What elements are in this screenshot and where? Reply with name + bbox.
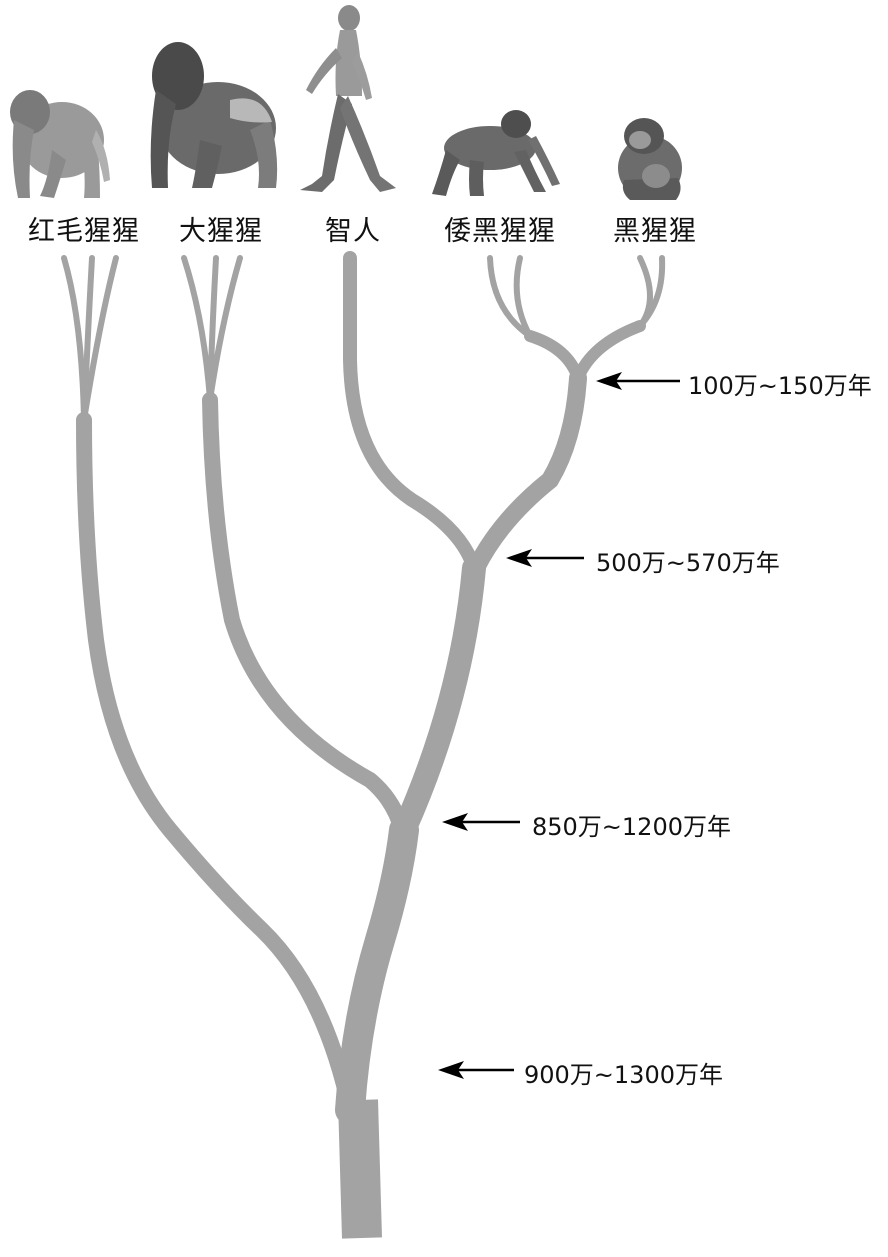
chimpanzee-icon <box>618 118 682 200</box>
bonobo-branch-tips <box>487 255 533 339</box>
chimpanzee-lineage <box>572 320 646 384</box>
gorilla-icon <box>150 42 278 188</box>
species-label-gorilla: 大猩猩 <box>179 216 263 247</box>
divergence-label-orangutan-split: 900万~1300万年 <box>524 1061 723 1089</box>
bonobo-lineage <box>524 330 584 384</box>
orangutan-icon <box>10 90 110 198</box>
root-trunk <box>338 1099 382 1239</box>
divergence-arrows <box>438 372 680 1079</box>
species-label-bonobo: 倭黑猩猩 <box>444 216 556 247</box>
bonobo-icon <box>432 110 560 196</box>
gorilla-branch-tips <box>181 255 243 403</box>
species-label-orangutan: 红毛猩猩 <box>28 216 140 247</box>
gorilla-lineage <box>202 392 410 838</box>
arrow-gorilla-split-icon <box>442 813 520 831</box>
arrow-human-chimp-icon <box>506 549 584 567</box>
chimpanzee-branch-tips <box>637 255 666 329</box>
orangutan-lineage <box>76 412 358 1118</box>
divergence-label-gorilla-split: 850万~1200万年 <box>532 813 731 841</box>
divergence-label-chimp-bonobo: 100万~150万年 <box>688 372 872 400</box>
tree-branches <box>61 251 666 1239</box>
species-label-chimpanzee: 黑猩猩 <box>613 216 697 247</box>
homininae-lineage <box>392 556 486 842</box>
arrow-orangutan-split-icon <box>438 1061 514 1079</box>
orangutan-branch-tips <box>61 255 119 423</box>
human-icon <box>300 5 396 192</box>
african-apes-lineage <box>335 815 419 1125</box>
arrow-chimp-bonobo-icon <box>596 372 680 390</box>
species-label-human: 智人 <box>325 216 381 247</box>
human-lineage <box>343 251 481 575</box>
pan-lineage <box>467 369 587 577</box>
divergence-label-human-chimp: 500万~570万年 <box>596 549 780 577</box>
